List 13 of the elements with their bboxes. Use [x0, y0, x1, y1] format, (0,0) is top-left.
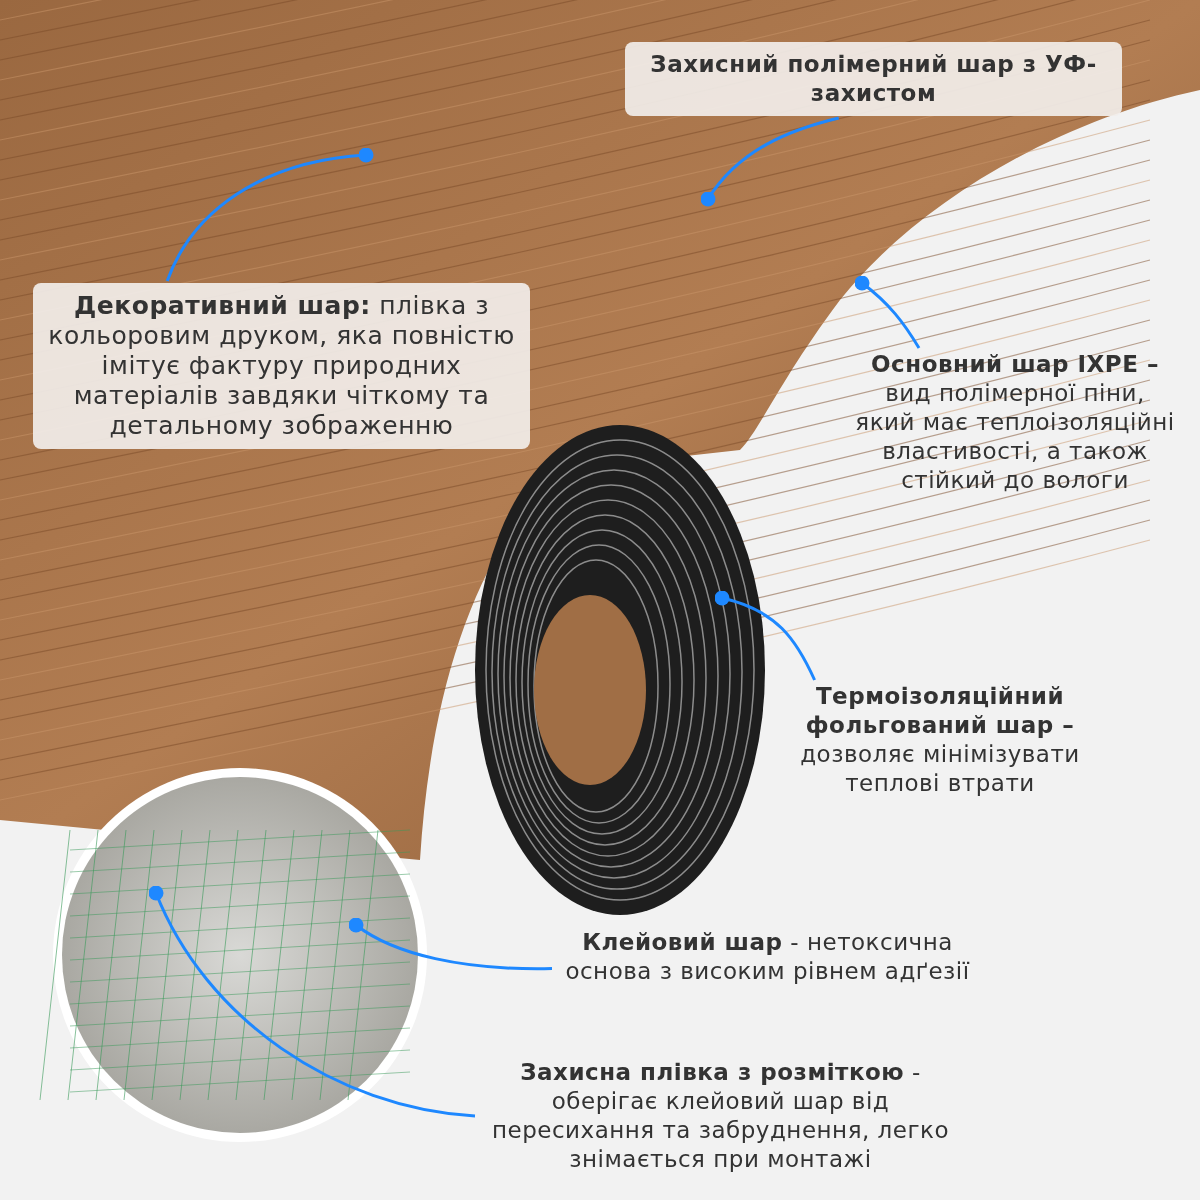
callout-text: Захисний полімерний шар з УФ-захистом [649, 50, 1098, 108]
callout-text: Основний шар IXPE – вид полімерної піни, який має теплоізоляційні властивості, а також стійкий до вологи [855, 350, 1175, 495]
callout-text: Термоізоляційний фольгований шар – дозволяє мінімізувати теплові втрати [775, 682, 1105, 798]
callout-card [625, 42, 1122, 116]
leader-line [700, 116, 840, 207]
callout-text: Клейовий шар - нетоксична основа з високим рівнем адґезії [555, 928, 980, 986]
callout-text: Захисна плівка з розміткою - оберігає клейовий шар від пересихання та забруднення, легко знімається при монтажі [478, 1058, 963, 1174]
leader-line [148, 885, 476, 1118]
leader-line [714, 590, 816, 681]
leader-line [348, 917, 552, 971]
leader-line [854, 275, 921, 349]
callout-text: Декоративний шар: плівка з кольоровим друком, яка повністю імітує фактуру природних матеріалів завдяки чіткому та детальному зображенню [47, 291, 516, 441]
leader-line [165, 147, 374, 282]
